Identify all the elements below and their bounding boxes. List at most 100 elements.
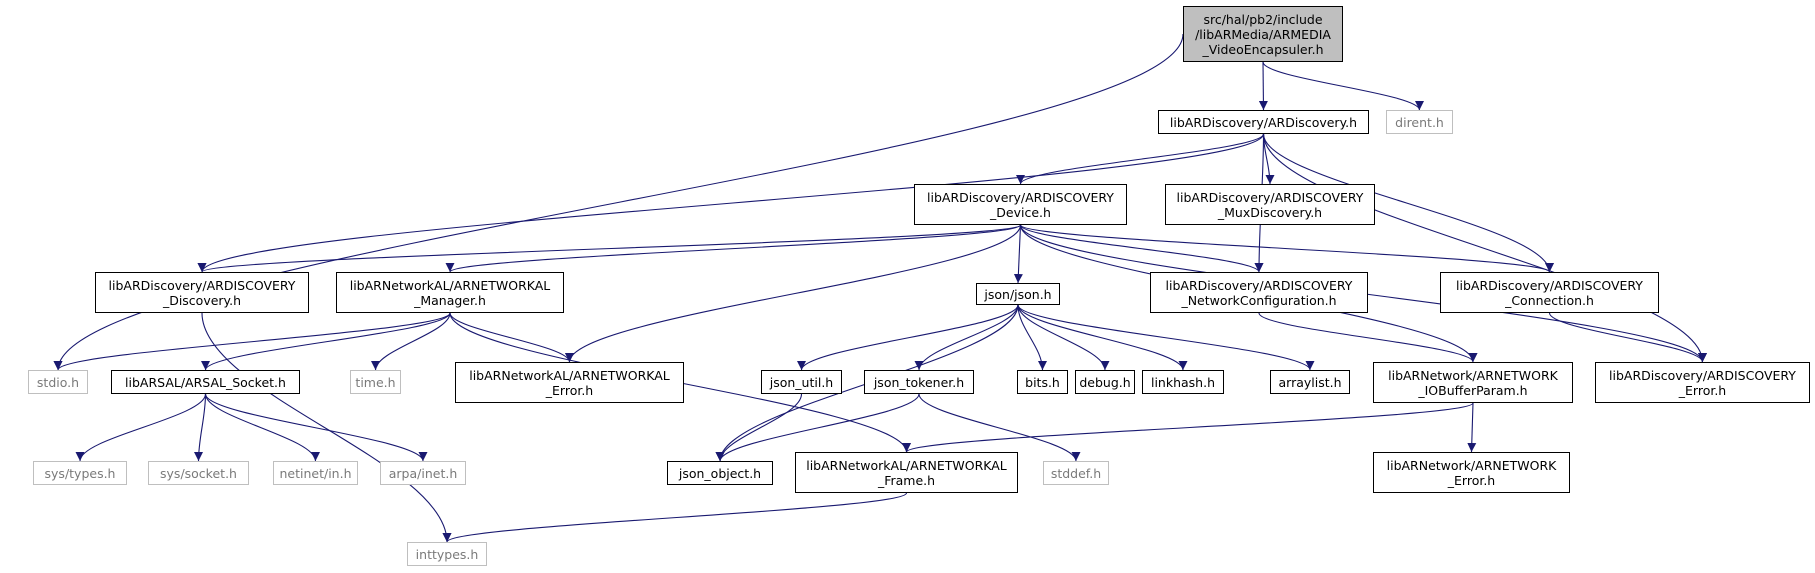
edge-json-to-debug	[1017, 304, 1110, 371]
edge-socket-to-netinet	[204, 393, 320, 462]
node-label-line: _Error.h	[1447, 472, 1496, 488]
node-label-line: json_tokener.h	[873, 374, 965, 390]
node-label-line: json/json.h	[984, 286, 1052, 302]
node-json[interactable]: json/json.h	[976, 283, 1060, 305]
node-label-line: linkhash.h	[1150, 374, 1216, 390]
node-label-line: libARNetwork/ARNETWORK	[1386, 457, 1557, 473]
node-discerror[interactable]: libARDiscovery/ARDISCOVERY_Error.h	[1595, 362, 1810, 403]
node-socket[interactable]: libARSAL/ARSAL_Socket.h	[111, 370, 300, 394]
node-linkhash[interactable]: linkhash.h	[1142, 370, 1224, 394]
edge-socket-to-syssocket	[194, 393, 207, 462]
node-label-line: /libARMedia/ARMEDIA	[1195, 26, 1331, 42]
node-muxdiscovery[interactable]: libARDiscovery/ARDISCOVERY_MuxDiscovery.…	[1165, 184, 1375, 225]
node-connection[interactable]: libARDiscovery/ARDISCOVERY_Connection.h	[1440, 272, 1659, 313]
node-label-line: libARSAL/ARSAL_Socket.h	[125, 374, 286, 390]
node-stdio: stdio.h	[28, 370, 88, 394]
node-label-line: debug.h	[1079, 374, 1131, 390]
node-arraylist[interactable]: arraylist.h	[1270, 370, 1350, 394]
node-label-line: _Manager.h	[414, 292, 486, 308]
node-device[interactable]: libARDiscovery/ARDISCOVERY_Device.h	[914, 184, 1127, 225]
edge-iobuffer-to-frame	[902, 402, 1474, 453]
edge-root-to-ardiscovery	[1258, 61, 1268, 111]
node-netinet: netinet/in.h	[273, 461, 358, 485]
node-label-line: arpa/inet.h	[388, 465, 458, 481]
node-label-line: json_util.h	[769, 374, 834, 390]
node-frame[interactable]: libARNetworkAL/ARNETWORKAL_Frame.h	[795, 452, 1018, 493]
edge-root-to-dirent	[1262, 61, 1424, 111]
node-stddef: stddef.h	[1043, 461, 1109, 485]
node-label-line: inttypes.h	[415, 546, 479, 562]
edge-json-to-linkhash	[1017, 304, 1188, 371]
edge-json-to-jsonutil	[797, 304, 1019, 371]
node-label-line: sys/socket.h	[160, 465, 237, 481]
node-label-line: _MuxDiscovery.h	[1217, 204, 1323, 220]
node-label-line: _Discovery.h	[162, 292, 242, 308]
node-label-line: stddef.h	[1050, 465, 1102, 481]
edge-ardiscovery-to-device	[1016, 133, 1265, 185]
node-label-line: bits.h	[1025, 374, 1060, 390]
edge-device-to-json	[1013, 224, 1023, 284]
edge-device-to-discovery	[197, 224, 1022, 273]
node-bits[interactable]: bits.h	[1017, 370, 1068, 394]
node-jsontokener[interactable]: json_tokener.h	[864, 370, 974, 394]
node-label-line: libARNetworkAL/ARNETWORKAL	[469, 367, 670, 383]
node-label-line: json_object.h	[678, 465, 762, 481]
edge-jsontokener-to-stddef	[918, 393, 1081, 462]
node-label-line: dirent.h	[1395, 114, 1444, 130]
edge-manager-to-stdio	[53, 312, 451, 371]
edge-connection-to-discerror	[1548, 312, 1707, 363]
edge-netconfig-to-iobuffer	[1258, 312, 1478, 363]
node-label-line: _VideoEncapsuler.h	[1202, 41, 1324, 57]
node-label-line: time.h	[355, 374, 396, 390]
node-dirent: dirent.h	[1386, 110, 1453, 134]
edge-device-to-alerror	[565, 224, 1022, 363]
node-arpa: arpa/inet.h	[380, 461, 466, 485]
node-discovery[interactable]: libARDiscovery/ARDISCOVERY_Discovery.h	[95, 272, 309, 313]
node-label-line: libARNetworkAL/ARNETWORKAL	[806, 457, 1007, 473]
node-label-line: _Frame.h	[877, 472, 936, 488]
node-label-line: _Error.h	[545, 382, 594, 398]
edge-ardiscovery-to-connection	[1262, 133, 1554, 273]
edge-manager-to-time	[371, 312, 451, 371]
node-manager[interactable]: libARNetworkAL/ARNETWORKAL_Manager.h	[336, 272, 564, 313]
node-label-line: netinet/in.h	[279, 465, 352, 481]
node-debug[interactable]: debug.h	[1075, 370, 1135, 394]
node-label-line: src/hal/pb2/include	[1203, 11, 1323, 27]
node-label-line: _Connection.h	[1505, 292, 1594, 308]
edge-frame-to-inttypes	[442, 492, 908, 543]
node-netconfig[interactable]: libARDiscovery/ARDISCOVERY_NetworkConfig…	[1150, 272, 1368, 313]
node-label-line: _IOBufferParam.h	[1418, 382, 1528, 398]
node-ardiscovery[interactable]: libARDiscovery/ARDiscovery.h	[1158, 110, 1369, 134]
node-neterror[interactable]: libARNetwork/ARNETWORK_Error.h	[1373, 452, 1570, 493]
node-iobuffer[interactable]: libARNetwork/ARNETWORK_IOBufferParam.h	[1373, 362, 1573, 403]
node-label-line: arraylist.h	[1278, 374, 1342, 390]
edge-root-to-stdio	[53, 33, 1184, 371]
edge-socket-to-arpa	[204, 393, 428, 462]
node-label-line: libARDiscovery/ARDISCOVERY	[1456, 277, 1643, 293]
edge-manager-to-alerror	[449, 312, 574, 363]
edge-json-to-bits	[1017, 304, 1047, 371]
edge-jsontokener-to-jsonobject	[715, 393, 920, 462]
node-label-line: _NetworkConfiguration.h	[1181, 292, 1337, 308]
node-time: time.h	[350, 370, 401, 394]
edge-iobuffer-to-neterror	[1467, 402, 1477, 453]
node-label-line: libARNetworkAL/ARNETWORKAL	[349, 277, 551, 293]
edge-discovery-to-inttypes	[201, 312, 452, 543]
node-alerror[interactable]: libARNetworkAL/ARNETWORKAL_Error.h	[455, 362, 684, 403]
node-jsonutil[interactable]: json_util.h	[761, 370, 842, 394]
node-label-line: stdio.h	[36, 374, 80, 390]
node-label-line: libARNetwork/ARNETWORK	[1388, 367, 1558, 383]
edge-manager-to-socket	[201, 312, 451, 371]
node-syssocket: sys/socket.h	[148, 461, 249, 485]
node-systypes: sys/types.h	[33, 461, 127, 485]
node-label-line: sys/types.h	[44, 465, 116, 481]
node-label-line: libARDiscovery/ARDISCOVERY	[927, 189, 1114, 205]
node-label-line: libARDiscovery/ARDISCOVERY	[1609, 367, 1796, 383]
node-jsonobject[interactable]: json_object.h	[667, 461, 773, 485]
node-label-line: libARDiscovery/ARDISCOVERY	[1165, 277, 1353, 293]
node-root[interactable]: src/hal/pb2/include/libARMedia/ARMEDIA_V…	[1183, 6, 1343, 62]
node-label-line: libARDiscovery/ARDiscovery.h	[1169, 114, 1358, 130]
edge-device-to-connection	[1019, 224, 1554, 273]
